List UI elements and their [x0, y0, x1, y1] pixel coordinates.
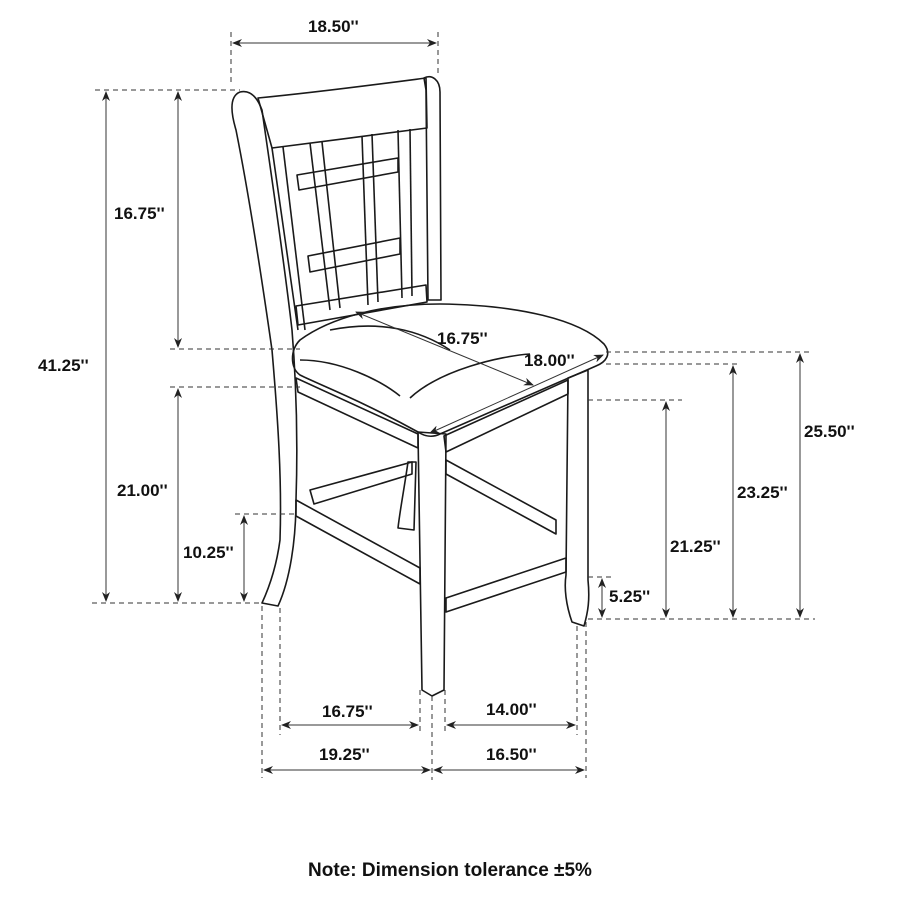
dim-inner-width: 14.00''	[486, 700, 537, 719]
back-bottom-rail	[296, 285, 427, 325]
seat-apron-left	[296, 378, 418, 448]
dim-overall-width: 16.50''	[486, 745, 537, 764]
dim-back-width: 18.50''	[308, 17, 359, 36]
seat-cushion-tuft	[300, 360, 400, 396]
back-slat	[372, 134, 378, 302]
back-slat	[310, 143, 330, 310]
seat-cushion-tuft	[330, 326, 450, 350]
dim-seat-width: 18.00''	[524, 351, 575, 370]
dim-overall-depth: 19.25''	[319, 745, 370, 764]
stretcher-left	[296, 500, 420, 584]
dim-inner-depth: 16.75''	[322, 702, 373, 721]
stretcher-front-right	[446, 558, 566, 612]
rear-leg-hidden	[398, 462, 416, 530]
dim-overall-height: 41.25''	[38, 356, 89, 375]
back-cross-rail	[297, 158, 398, 190]
back-slat	[322, 142, 340, 308]
tolerance-note: Note: Dimension tolerance ±5%	[308, 860, 592, 881]
back-slat	[410, 129, 412, 296]
seat-apron-right	[444, 380, 568, 452]
front-leg	[418, 432, 446, 696]
dim-back-height: 16.75''	[114, 204, 165, 223]
back-slat	[362, 136, 368, 305]
dim-apron-height: 21.25''	[670, 537, 721, 556]
dim-seat-top-height: 25.50''	[804, 422, 855, 441]
chair	[232, 77, 608, 696]
back-top-rail	[258, 78, 427, 148]
stretcher-side	[310, 462, 412, 504]
rear-leg-right	[565, 370, 589, 626]
dim-left-seat-height: 21.00''	[117, 481, 168, 500]
back-slat	[272, 148, 298, 330]
dim-front-stretcher-height: 5.25''	[609, 587, 651, 606]
back-slat	[398, 130, 402, 298]
dim-left-stretcher-height: 10.25''	[183, 543, 234, 562]
back-post-left	[232, 92, 297, 606]
dim-seat-depth: 16.75''	[437, 329, 488, 348]
back-cross-rail	[308, 238, 400, 272]
dim-seat-height: 23.25''	[737, 483, 788, 502]
back-post-right	[424, 77, 441, 300]
back-slat	[283, 147, 305, 330]
dimension-lines	[92, 32, 815, 780]
stretcher-right-upper	[446, 460, 556, 534]
